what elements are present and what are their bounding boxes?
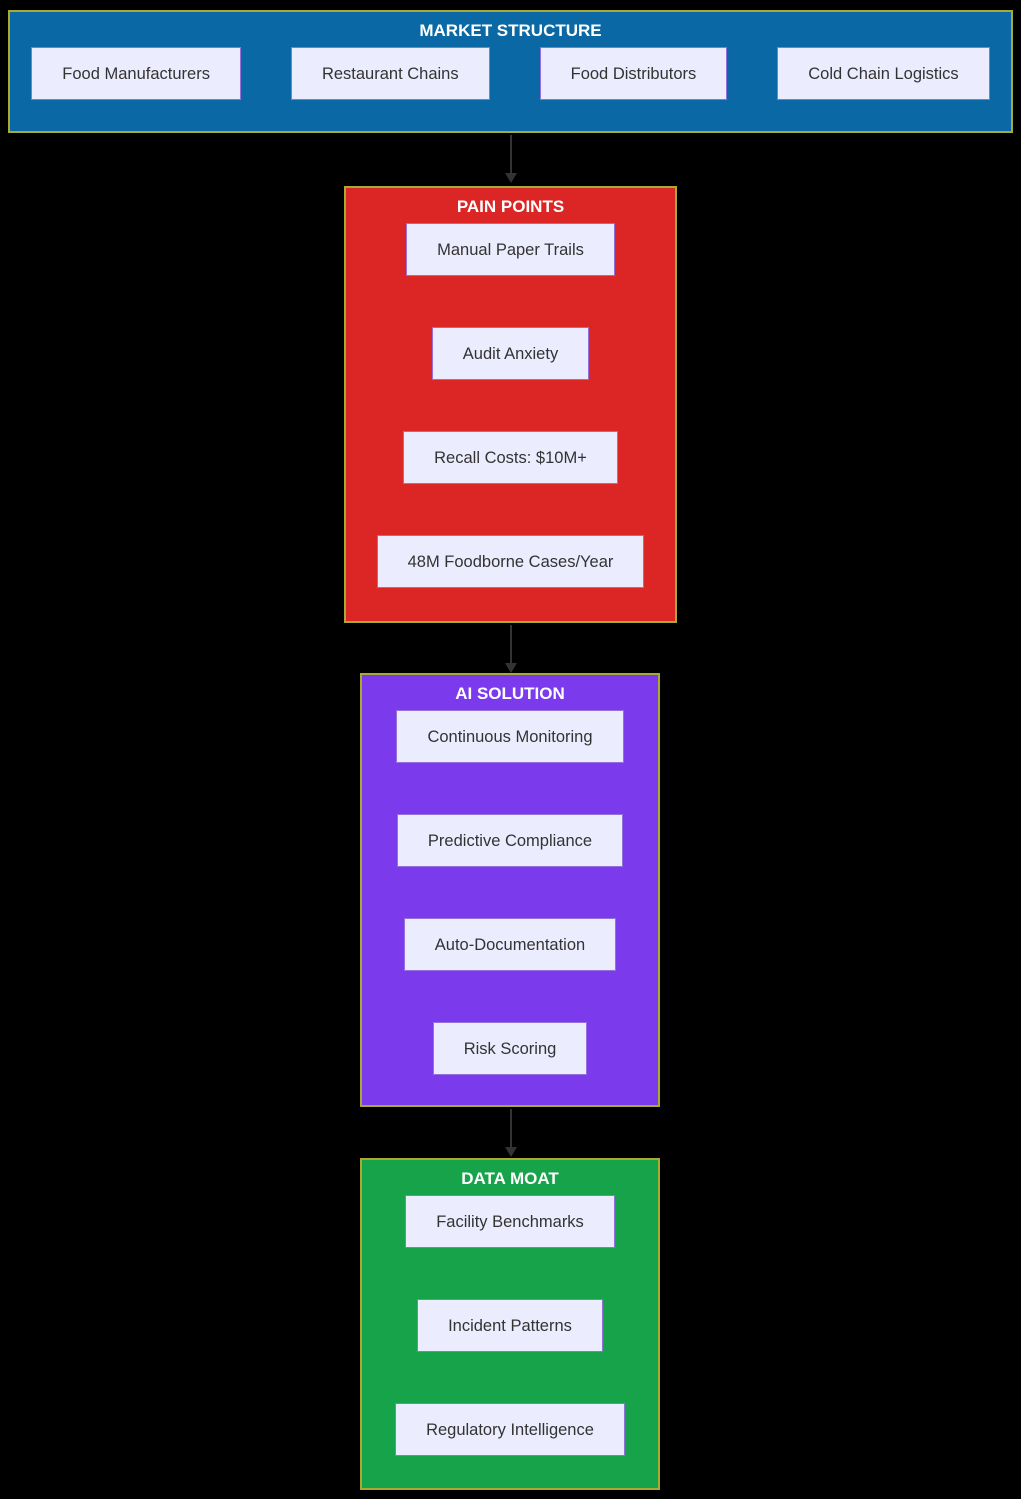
cluster-title-data-moat: DATA MOAT	[461, 1169, 559, 1188]
node-manual-paper-trails: Manual Paper Trails	[406, 223, 615, 276]
cluster-pain-points: PAIN POINTS Manual Paper Trails Audit An…	[344, 186, 677, 623]
edge-market-to-pain	[504, 135, 517, 183]
edge-line	[509, 625, 512, 663]
node-foodborne-cases: 48M Foodborne Cases/Year	[376, 535, 645, 588]
arrowhead-down-icon	[504, 1147, 517, 1157]
node-recall-costs: Recall Costs: $10M+	[403, 431, 618, 484]
arrowhead-down-icon	[504, 173, 517, 183]
node-regulatory-intelligence: Regulatory Intelligence	[395, 1403, 625, 1456]
edge-pain-to-solution	[504, 625, 517, 673]
node-audit-anxiety: Audit Anxiety	[431, 327, 590, 380]
ai-solution-node-column: Continuous Monitoring Predictive Complia…	[362, 710, 658, 1075]
node-incident-patterns: Incident Patterns	[417, 1299, 603, 1352]
node-facility-benchmarks: Facility Benchmarks	[405, 1195, 615, 1248]
cluster-market-structure: MARKET STRUCTURE Food Manufacturers Rest…	[8, 10, 1013, 133]
cluster-ai-solution: AI SOLUTION Continuous Monitoring Predic…	[360, 673, 660, 1107]
node-cold-chain-logistics: Cold Chain Logistics	[777, 47, 990, 100]
cluster-title-market-structure: MARKET STRUCTURE	[419, 21, 602, 40]
cluster-title-ai-solution: AI SOLUTION	[455, 684, 565, 703]
arrowhead-down-icon	[504, 663, 517, 673]
market-structure-node-row: Food Manufacturers Restaurant Chains Foo…	[10, 47, 1011, 100]
cluster-title-pain-points: PAIN POINTS	[456, 197, 565, 216]
node-auto-documentation: Auto-Documentation	[403, 918, 617, 971]
edge-solution-to-moat	[504, 1109, 517, 1157]
edge-line	[509, 135, 512, 173]
node-continuous-monitoring: Continuous Monitoring	[396, 710, 624, 763]
node-food-manufacturers: Food Manufacturers	[31, 47, 241, 100]
data-moat-node-column: Facility Benchmarks Incident Patterns Re…	[362, 1195, 658, 1456]
node-food-distributors: Food Distributors	[539, 47, 728, 100]
node-predictive-compliance: Predictive Compliance	[396, 814, 624, 867]
pain-points-node-column: Manual Paper Trails Audit Anxiety Recall…	[346, 223, 675, 588]
edge-line	[509, 1109, 512, 1147]
node-risk-scoring: Risk Scoring	[432, 1022, 588, 1075]
cluster-data-moat: DATA MOAT Facility Benchmarks Incident P…	[360, 1158, 660, 1490]
node-restaurant-chains: Restaurant Chains	[290, 47, 490, 100]
